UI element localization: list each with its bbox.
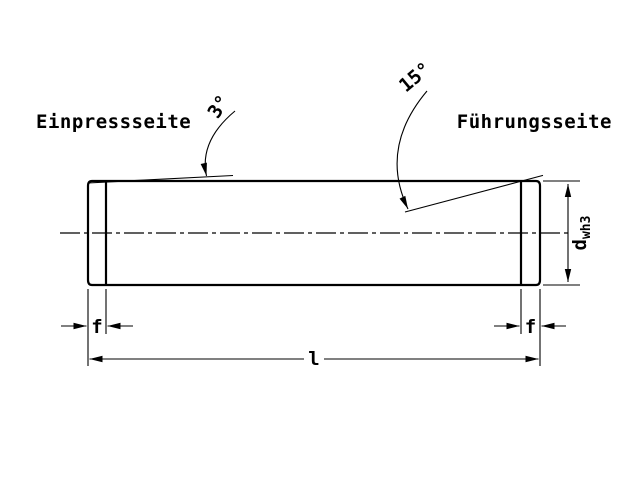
chamfer-f-left-label: f: [91, 316, 102, 338]
dimension-diameter: [543, 180, 580, 286]
pin-outline: [86, 179, 542, 287]
angle-3deg-label: 3°: [204, 91, 235, 122]
angle-15deg-label: 15°: [395, 58, 435, 97]
angle-construction-lines: [87, 174, 544, 213]
diameter-symbol: d: [569, 239, 591, 250]
dimension-f-right: [494, 289, 566, 366]
length-dim-label: l: [308, 348, 319, 370]
guide-side-label: Führungsseite: [457, 111, 612, 133]
diameter-dim-label: dwh3: [569, 216, 594, 251]
chamfer-f-right-label: f: [525, 316, 536, 338]
diameter-subscript: wh3: [579, 216, 594, 239]
chamfer-line-15deg: [404, 174, 544, 213]
press-side-label: Einpressseite: [36, 111, 191, 133]
leader-arc-3deg: [200, 110, 236, 177]
angle-leader-arcs: [200, 90, 428, 210]
leader-arc-15deg: [396, 90, 428, 210]
dimension-f-left: [61, 289, 133, 366]
taper-line-3deg: [87, 174, 234, 184]
